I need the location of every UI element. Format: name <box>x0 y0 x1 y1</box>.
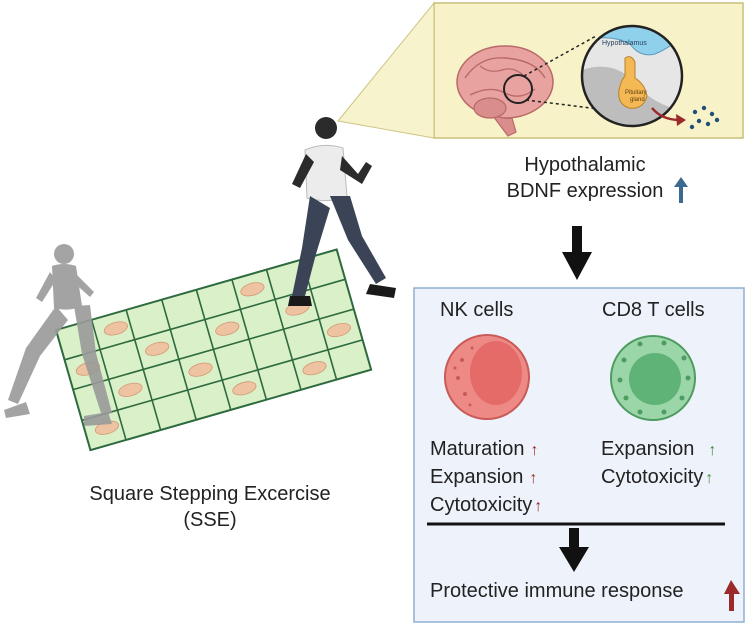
flow-arrow-down <box>562 226 592 280</box>
cd8-effect-item: Cytotoxicity↑ <box>601 464 716 492</box>
hypothalamic-caption: Hypothalamic BDNF expression <box>470 152 700 204</box>
protective-immune-response: Protective immune response <box>430 580 684 602</box>
runner-figure <box>288 117 396 306</box>
hypothalamus-magnifier: Hypothalamus Pituitary gland <box>580 24 684 128</box>
nk-effect-item: Expansion↑ <box>430 464 542 492</box>
cd8-effect-item: Expansion↑ <box>601 436 716 464</box>
up-arrow-icon: ↑ <box>529 470 538 487</box>
footprint-icons <box>75 282 352 435</box>
nk-cells-title: NK cells <box>440 299 514 321</box>
nk-effect-item: Maturation↑ <box>430 436 542 464</box>
walker-figure-grey <box>4 244 112 426</box>
cd8-cells-title: CD8 T cells <box>602 299 705 321</box>
sse-caption: Square Stepping Excercise (SSE) <box>50 481 370 533</box>
brain-panel: Hypothalamus Pituitary gland <box>337 1 744 139</box>
up-arrow-icon: ↑ <box>534 498 543 515</box>
sse-caption-line2: (SSE) <box>183 509 237 531</box>
pituitary-label-2: gland <box>630 97 645 103</box>
immune-panel <box>413 287 745 623</box>
cd8-effects-list: Expansion↑ Cytotoxicity↑ <box>601 436 716 492</box>
hypothalamus-label: Hypothalamus <box>602 40 647 47</box>
pituitary-label-1: Pituitary <box>625 90 647 96</box>
nk-effects-list: Maturation↑ Expansion↑ Cytotoxicity↑ <box>430 436 542 520</box>
bdnf-up-arrow <box>674 177 688 203</box>
hypothalamic-caption-line2: BDNF expression <box>506 180 664 202</box>
nk-cell-icon <box>444 334 530 420</box>
outcome-arrow-down <box>559 528 589 572</box>
cd8-cell-icon <box>610 335 696 421</box>
zoom-wedge <box>337 1 435 139</box>
outcome-up-arrow <box>724 580 740 611</box>
hypothalamic-caption-line1: Hypothalamic <box>524 154 646 176</box>
sse-caption-line1: Square Stepping Excercise <box>89 483 331 505</box>
up-arrow-icon: ↑ <box>708 442 717 459</box>
nk-effect-item: Cytotoxicity↑ <box>430 492 542 520</box>
secreted-particles <box>689 105 720 130</box>
up-arrow-icon: ↑ <box>705 470 714 487</box>
up-arrow-icon: ↑ <box>530 442 539 459</box>
